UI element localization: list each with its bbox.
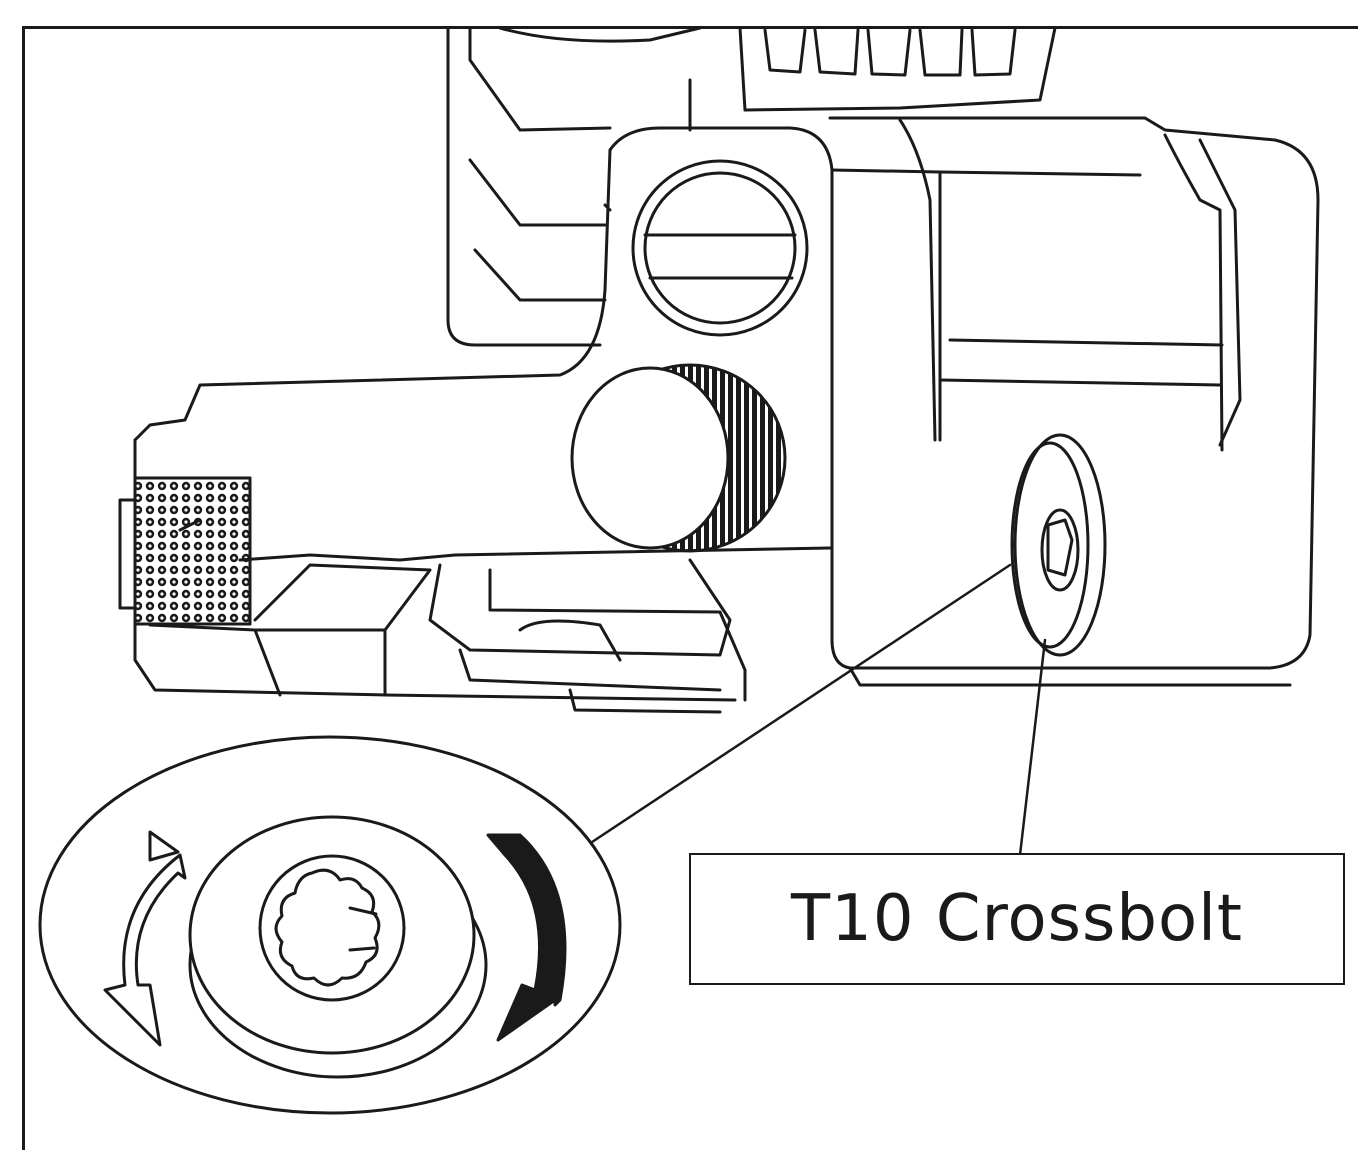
rail-clamp	[178, 518, 832, 714]
crossbolt-head	[1010, 433, 1107, 657]
torx-screw-icon	[188, 815, 488, 1079]
scope-ring	[446, 26, 1057, 347]
upper-port	[631, 159, 809, 337]
mount-body	[133, 116, 1320, 687]
crossbolt-label: T10 Crossbolt	[791, 882, 1243, 956]
leader-lines	[578, 563, 1047, 857]
zoom-detail	[38, 735, 622, 1115]
callout-label-box: T10 Crossbolt	[689, 853, 1345, 985]
open-curved-arrow-icon	[103, 830, 187, 1047]
left-knurled-knob	[118, 438, 387, 697]
clamp-serrations	[763, 28, 1017, 77]
adjustment-dial	[570, 363, 787, 553]
solid-curved-arrow-icon	[486, 833, 567, 1042]
